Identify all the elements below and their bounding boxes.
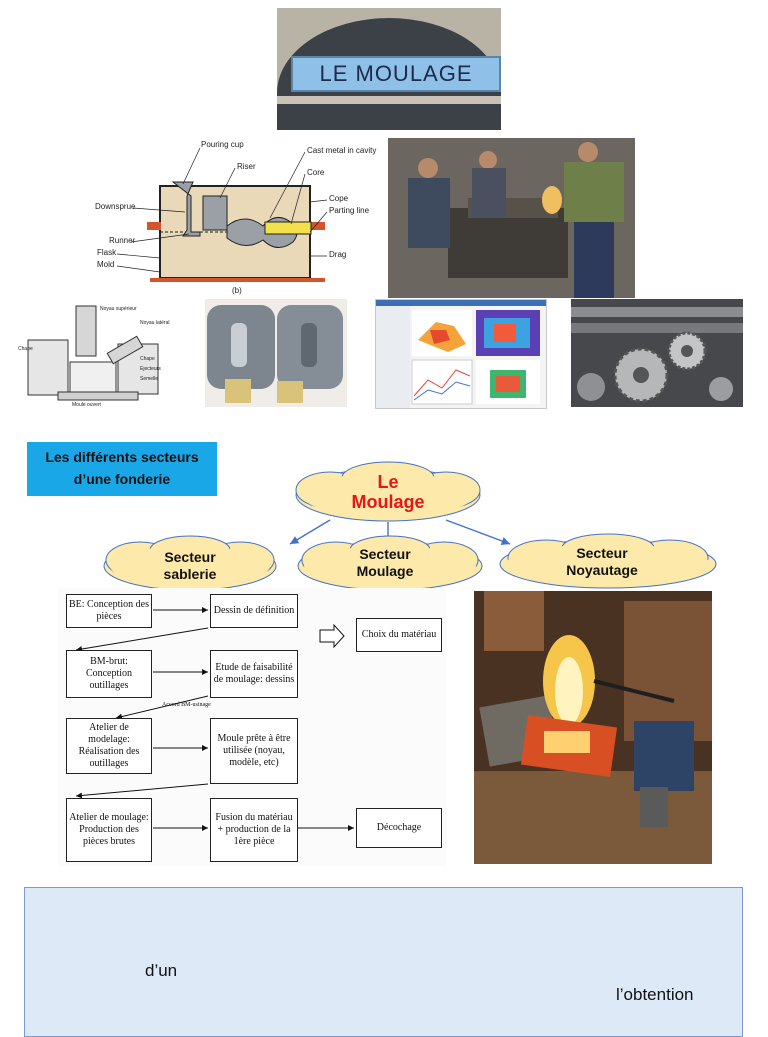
- box-atelier-modelage: Atelier de modelage: Réalisation des out…: [66, 718, 152, 774]
- label-semelle: Semelle: [140, 376, 159, 382]
- cloud-noyautage: [499, 533, 717, 589]
- pouring-scene: [474, 591, 712, 864]
- flowchart: BE: Conception des pièces Dessin de défi…: [58, 588, 446, 866]
- cloud-center-line2: Moulage: [351, 492, 425, 512]
- label-caption-b: (b): [232, 286, 242, 295]
- gears-scene: [571, 299, 743, 407]
- mold-drawing-svg: [27, 305, 159, 401]
- simulation-screenshot: [375, 299, 547, 409]
- box-moule-prete: Moule prête à être utilisée (noyau, modè…: [210, 718, 298, 784]
- label-flask: Flask: [97, 248, 117, 257]
- box-choix: Choix du matériau: [356, 618, 442, 652]
- simulation-scene: [376, 300, 546, 408]
- label-riser: Riser: [237, 162, 256, 171]
- label-pouring-cup: Pouring cup: [201, 140, 244, 149]
- label-noyau-lat: Noyau latéral: [140, 320, 170, 326]
- open-mold-photo: [205, 299, 347, 407]
- mold-drawing: Noyau supérieur Noyau latéral Chape Chap…: [18, 300, 198, 410]
- label-accord: Accord BM-usinage: [162, 702, 211, 708]
- label-chape-2: Chape: [140, 356, 155, 362]
- section-title: Les différents secteurs d’une fonderie: [27, 442, 217, 496]
- box-decochage: Décochage: [356, 808, 442, 848]
- open-mold-scene: [205, 299, 347, 407]
- cloud-sablerie: [103, 535, 277, 591]
- label-chape: Chape: [18, 346, 33, 352]
- cloud-moulage-line1: Secteur: [359, 546, 411, 562]
- section-title-line2: d’une fonderie: [73, 471, 171, 487]
- cloud-sablerie-line1: Secteur: [164, 549, 216, 565]
- box-etude: Etude de faisabilité de moulage: dessins: [210, 650, 298, 698]
- label-downsprue: Downsprue: [95, 202, 136, 211]
- cloud-center-line1: Le: [377, 472, 399, 492]
- label-noyau-sup: Noyau supérieur: [100, 306, 137, 312]
- header-photo: LE MOULAGE: [277, 8, 501, 130]
- workers-scene: [388, 138, 635, 298]
- cloud-sablerie-line2: sablerie: [163, 566, 217, 582]
- cloud-center: [295, 461, 481, 522]
- bottom-word-obtention: l’obtention: [616, 985, 694, 1004]
- label-moule-ouvert: Moule ouvert: [72, 402, 101, 408]
- cloud-noyautage-line1: Secteur: [576, 545, 628, 561]
- section-title-line1: Les différents secteurs: [45, 449, 199, 465]
- cloud-moulage-text: Secteur Moulage: [325, 546, 445, 580]
- label-cast-metal: Cast metal in cavity: [307, 146, 377, 155]
- label-mold: Mold: [97, 260, 115, 269]
- cloud-noyautage-text: Secteur Noyautage: [540, 545, 664, 579]
- clouds-layer: [103, 461, 717, 591]
- moulage-sign: LE MOULAGE: [291, 56, 501, 92]
- label-cope: Cope: [329, 194, 349, 203]
- label-drag: Drag: [329, 250, 347, 259]
- label-core: Core: [307, 168, 325, 177]
- cloud-moulage-line2: Moulage: [356, 563, 414, 579]
- box-dessin: Dessin de définition: [210, 594, 298, 628]
- cloud-moulage: [297, 535, 483, 591]
- bottom-word-dun: d’un: [145, 961, 178, 980]
- workers-photo: [388, 138, 635, 298]
- box-bm: BM-brut: Conception outillages: [66, 650, 152, 698]
- label-parting-line: Parting line: [329, 206, 370, 215]
- bottom-text-box: d’un l’obtention: [24, 887, 743, 1037]
- pouring-photo: [474, 591, 712, 864]
- label-runner: Runner: [109, 236, 136, 245]
- gears-photo: [571, 299, 743, 407]
- label-ejecteurs: Ejecteurs: [140, 366, 161, 372]
- casting-schematic: Pouring cup Riser Cast metal in cavity C…: [95, 138, 385, 300]
- cloud-center-text: Le Moulage: [318, 472, 458, 512]
- box-atelier-moulage: Atelier de moulage: Production des pièce…: [66, 798, 152, 862]
- cloud-noyautage-line2: Noyautage: [566, 562, 638, 578]
- box-fusion: Fusion du matériau + production de la 1è…: [210, 798, 298, 862]
- flowchart-connectors: [75, 607, 354, 831]
- cloud-sablerie-text: Secteur sablerie: [130, 549, 250, 583]
- casting-schematic-drawing: [116, 147, 328, 282]
- awning-bar: [277, 96, 501, 104]
- box-be: BE: Conception des pièces: [66, 594, 152, 628]
